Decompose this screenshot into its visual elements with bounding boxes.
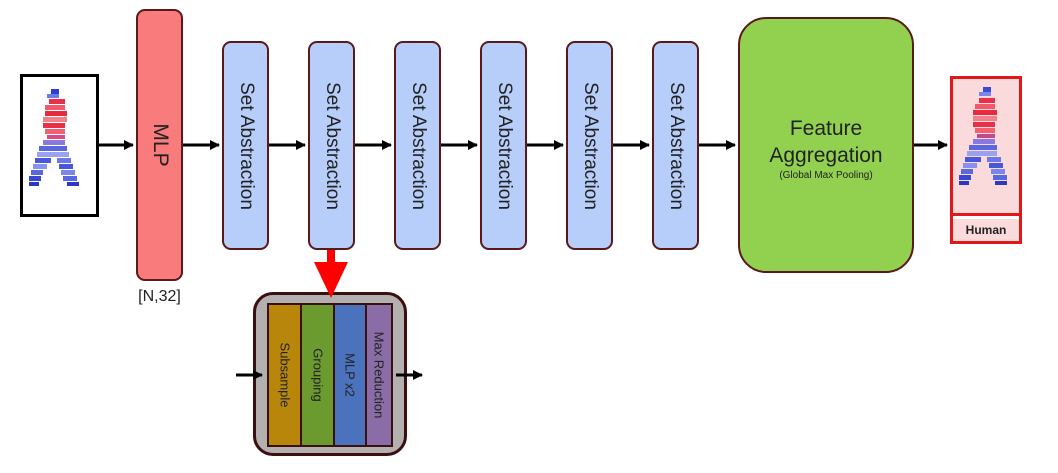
red-expand-arrow [314, 250, 348, 298]
mlp-block: MLP [136, 9, 183, 281]
set-abstraction-block-1: Set Abstraction [222, 41, 269, 250]
set-abstraction-block-3: Set Abstraction [394, 41, 441, 250]
person-legs [29, 140, 79, 186]
set-abstraction-block-6: Set Abstraction [652, 41, 699, 250]
detail-steps-container: Subsample Grouping MLP x2 Max Reduction [267, 303, 393, 447]
feature-aggregation-block: Feature Aggregation (Global Max Pooling) [738, 17, 914, 273]
set-abstraction-block-2: Set Abstraction [308, 41, 355, 250]
person-torso [973, 98, 997, 138]
person-head [47, 89, 59, 98]
feature-aggregation-title-line1: Feature [789, 117, 863, 140]
output-label-divider [953, 213, 1019, 216]
subsample-step: Subsample [269, 305, 302, 445]
output-label: Human [953, 219, 1019, 241]
input-point-cloud-frame [20, 74, 99, 217]
person-torso [43, 99, 67, 139]
set-abstraction-block-5: Set Abstraction [566, 41, 613, 250]
feature-aggregation-title-line2: Aggregation [769, 144, 883, 167]
person-legs [959, 139, 1007, 185]
mlp-x2-step: MLP x2 [335, 305, 367, 445]
set-abstraction-block-4: Set Abstraction [480, 41, 527, 250]
output-image [953, 79, 1019, 213]
output-box: Human [950, 76, 1022, 244]
max-reduction-step: Max Reduction [367, 305, 391, 445]
grouping-step: Grouping [302, 305, 335, 445]
person-head [979, 87, 991, 96]
mlp-shape-label: [N,32] [138, 288, 181, 305]
set-abstraction-detail-panel: Subsample Grouping MLP x2 Max Reduction [253, 292, 407, 456]
walking-person-icon [29, 89, 79, 186]
feature-aggregation-sublabel: (Global Max Pooling) [779, 170, 873, 181]
walking-person-icon [959, 87, 1007, 185]
